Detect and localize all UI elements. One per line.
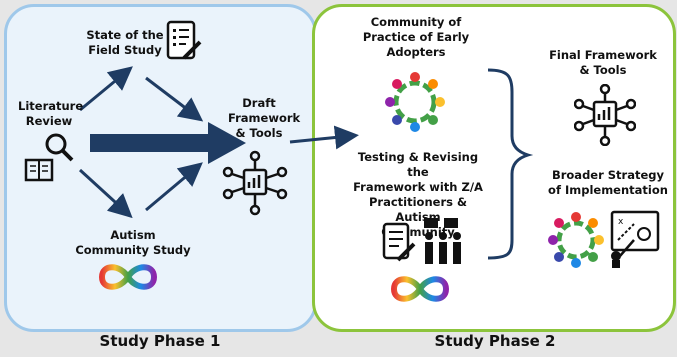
svg-text:x: x — [618, 217, 624, 227]
bracket — [487, 68, 534, 260]
people-circle-icon — [548, 212, 604, 268]
people-circle-icon — [385, 72, 445, 132]
phase1-panel — [4, 4, 317, 332]
network-chart-icon — [574, 84, 636, 146]
arrow-state-to-draft — [145, 76, 204, 122]
magnifier-book-icon — [24, 133, 74, 182]
arrow-draft-to-phase2 — [289, 125, 359, 150]
arrow-autism-to-draft — [145, 162, 203, 212]
phase2-title: Study Phase 2 — [434, 332, 556, 350]
arrow-lit-to-autism — [78, 168, 133, 219]
strategy-board-icon: x — [610, 210, 660, 268]
document-pen-icon — [382, 222, 416, 262]
phase1-title: Study Phase 1 — [99, 332, 221, 350]
network-chart-icon — [222, 150, 288, 216]
phase2-panel — [312, 4, 676, 332]
arrow-lit-to-state — [79, 66, 133, 112]
final-label: Final Framework& Tools — [549, 48, 657, 77]
infinity-rainbow-icon — [390, 276, 450, 302]
document-pen-icon — [166, 20, 202, 60]
team-discussion-icon — [424, 218, 461, 264]
arrow-lit-to-draft-big — [90, 122, 246, 164]
infinity-rainbow-icon — [98, 264, 158, 290]
